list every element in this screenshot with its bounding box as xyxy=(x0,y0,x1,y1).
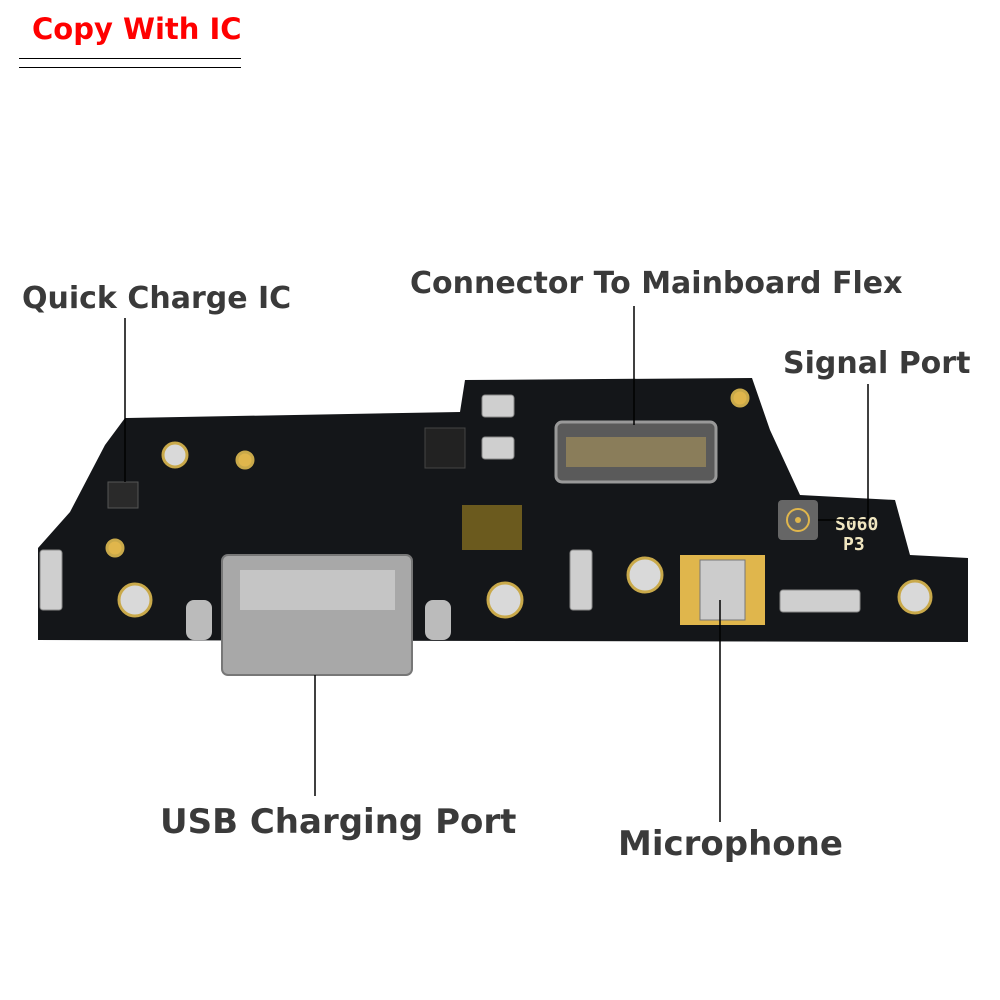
label-microphone: Microphone xyxy=(618,824,843,864)
copy-with-ic-badge: Copy With IC xyxy=(32,12,242,46)
label-connector: Connector To Mainboard Flex xyxy=(410,266,903,301)
mounting-holes xyxy=(105,388,933,619)
microphone-component xyxy=(680,555,765,625)
silkscreen-p3: P3 xyxy=(843,534,865,555)
silkscreen-s060: S060 xyxy=(835,514,878,535)
divider-line xyxy=(19,58,241,59)
quick-charge-ic xyxy=(107,481,139,509)
divider-line xyxy=(19,67,241,68)
label-signal-port: Signal Port xyxy=(783,346,971,381)
callout-lines xyxy=(124,306,869,822)
label-usb-port: USB Charging Port xyxy=(160,802,517,842)
label-quick-charge-ic: Quick Charge IC xyxy=(22,281,292,316)
